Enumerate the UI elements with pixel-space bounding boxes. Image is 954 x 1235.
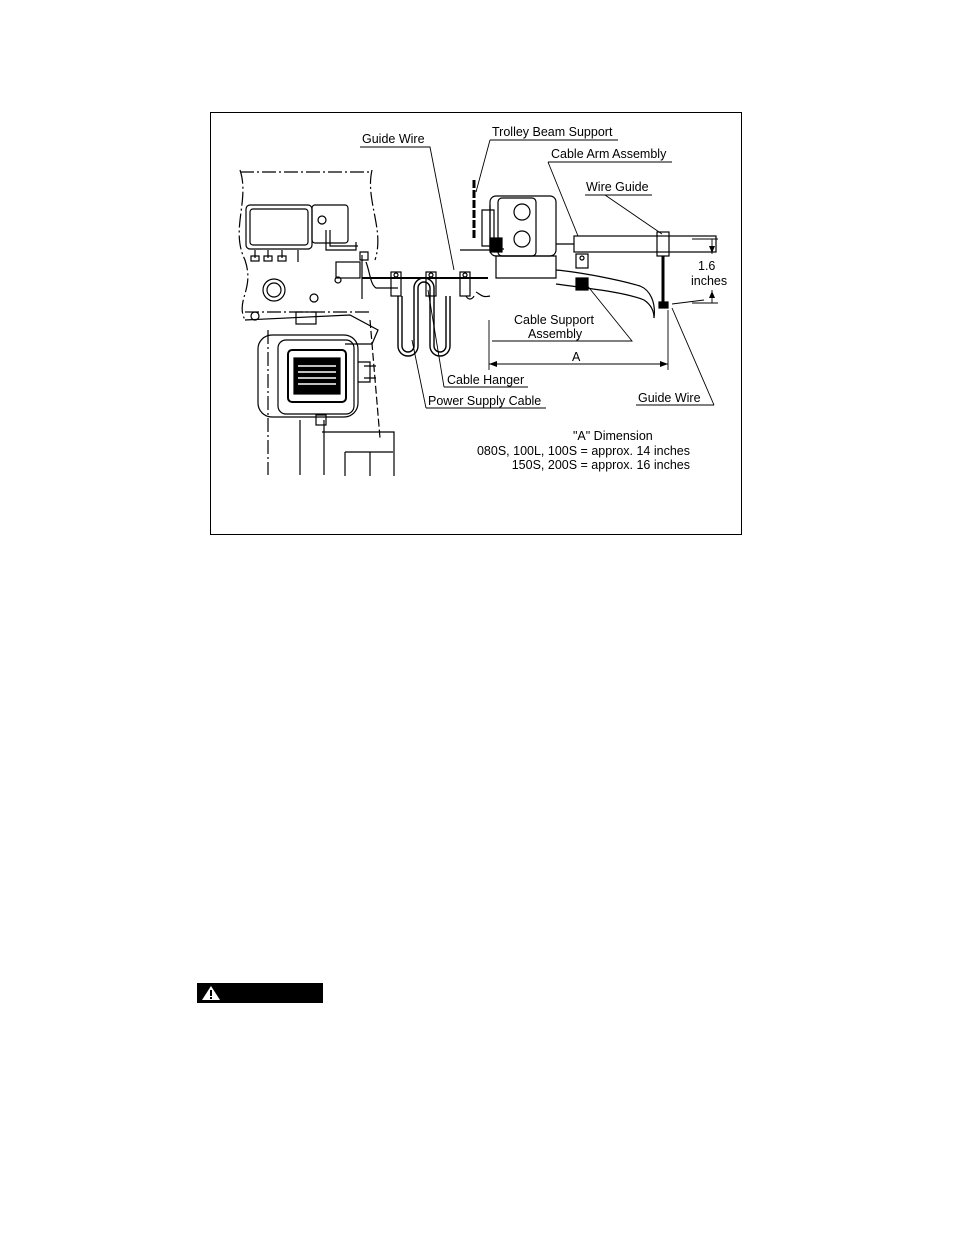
hoist-body [239, 170, 378, 344]
dimension-arrows [489, 246, 715, 367]
label-dim-unit: inches [691, 274, 727, 288]
diagram-labels: Guide Wire Trolley Beam Support Cable Ar… [362, 125, 727, 472]
label-guide-wire-bottom: Guide Wire [638, 391, 701, 405]
a-dimension-row-2: 150S, 200S = approx. 16 inches [512, 458, 690, 472]
a-dimension-title: "A" Dimension [573, 429, 653, 443]
label-cable-arm-assembly: Cable Arm Assembly [551, 147, 667, 161]
trolley-and-cable-arm [460, 180, 716, 318]
label-dimension-a: A [572, 350, 581, 364]
a-dimension-row-1: 080S, 100L, 100S = approx. 14 inches [477, 444, 690, 458]
label-trolley-beam-support: Trolley Beam Support [492, 125, 613, 139]
label-power-supply-cable: Power Supply Cable [428, 394, 541, 408]
warning-banner [197, 983, 323, 1003]
guide-wire-system [360, 252, 490, 356]
motor [258, 320, 394, 476]
label-cable-hanger: Cable Hanger [447, 373, 524, 387]
label-cable-support-line2: Assembly [528, 327, 583, 341]
warning-triangle-icon [201, 985, 221, 1001]
label-wire-guide: Wire Guide [586, 180, 649, 194]
label-guide-wire-top: Guide Wire [362, 132, 425, 146]
label-cable-support-line1: Cable Support [514, 313, 594, 327]
label-dim-value: 1.6 [698, 259, 715, 273]
